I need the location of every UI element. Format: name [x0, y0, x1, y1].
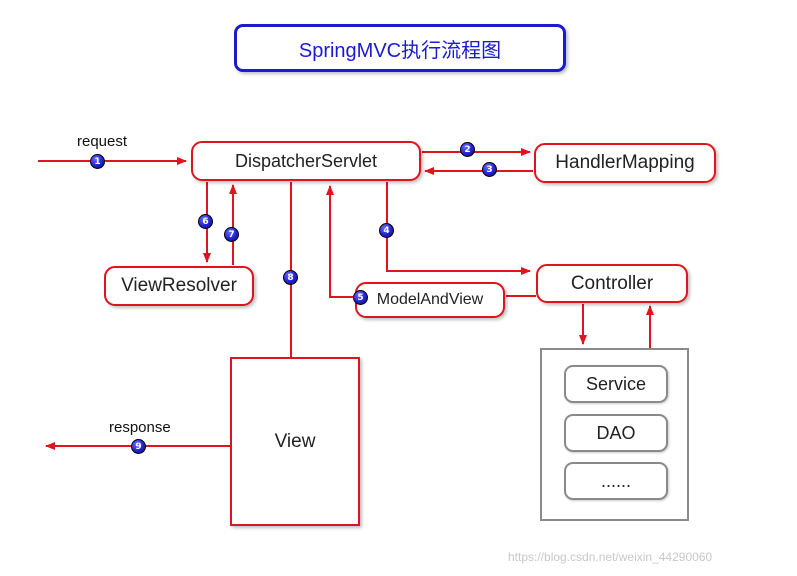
- step-badge-3: 3: [482, 162, 497, 177]
- service-node: Service: [564, 365, 668, 403]
- view-label: View: [274, 430, 316, 452]
- step-badge-6: 6: [198, 214, 213, 229]
- view-resolver-node: ViewResolver: [104, 266, 254, 306]
- model-and-view-label: ModelAndView: [376, 291, 484, 308]
- handler-mapping-node: HandlerMapping: [534, 143, 716, 183]
- dispatcher-servlet-label: DispatcherServlet: [234, 150, 378, 171]
- dao-label: DAO: [596, 422, 636, 443]
- watermark: https://blog.csdn.net/weixin_44290060: [508, 550, 713, 564]
- more-label: ......: [600, 470, 631, 491]
- diagram-title: SpringMVC执行流程图: [234, 24, 566, 72]
- controller-label: Controller: [570, 272, 654, 294]
- response-label: response: [109, 419, 171, 436]
- arrow-step-4: [386, 182, 531, 275]
- controller-node: Controller: [536, 264, 688, 303]
- step-badge-4: 4: [379, 223, 394, 238]
- step-badge-8: 8: [283, 270, 298, 285]
- step-badge-5: 5: [353, 290, 368, 305]
- step-badge-1: 1: [90, 154, 105, 169]
- more-node: ......: [564, 462, 668, 500]
- service-label: Service: [585, 373, 647, 394]
- model-and-view-node: ModelAndView: [355, 282, 505, 318]
- request-label: request: [77, 133, 128, 150]
- view-node: View: [230, 357, 360, 526]
- arrow-step-5: [326, 185, 356, 298]
- step-badge-9: 9: [131, 439, 146, 454]
- dispatcher-servlet-node: DispatcherServlet: [191, 141, 421, 181]
- step-badge-2: 2: [460, 142, 475, 157]
- step-badge-7: 7: [224, 227, 239, 242]
- handler-mapping-label: HandlerMapping: [555, 152, 695, 173]
- view-resolver-label: ViewResolver: [121, 275, 237, 296]
- dao-node: DAO: [564, 414, 668, 452]
